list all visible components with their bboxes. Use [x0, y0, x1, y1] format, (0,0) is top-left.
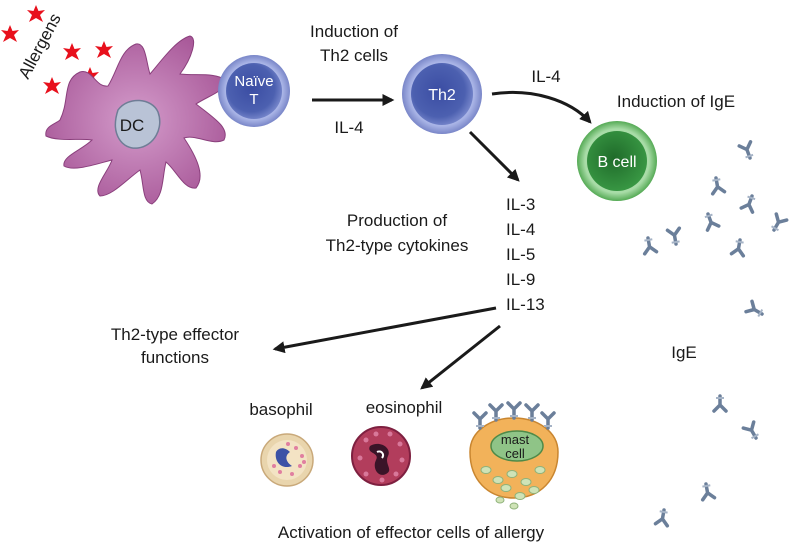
allergen-icon	[63, 43, 81, 60]
antibody-icon	[700, 210, 721, 232]
arrow-th2-to-bcell	[491, 90, 592, 124]
antibody-icon	[741, 420, 763, 443]
cytokine-list: IL-3 IL-4 IL-5 IL-9 IL-13	[506, 195, 545, 314]
antibody-icon	[488, 403, 504, 422]
cytokine-item: IL-3	[506, 195, 535, 214]
antibody-icon	[737, 140, 758, 162]
allergen-icon	[1, 25, 19, 42]
antibody-icon	[665, 226, 684, 247]
cytokine-item: IL-4	[506, 220, 535, 239]
allergens-label: Allergens	[15, 10, 65, 81]
antibody-icon	[729, 237, 748, 258]
basophil-cell	[260, 433, 314, 487]
antibody-icon	[708, 175, 727, 196]
mast-cell	[469, 401, 559, 510]
eosinophil-label: eosinophil	[366, 398, 443, 417]
allergen-icon	[43, 77, 61, 94]
ige-label: IgE	[671, 343, 697, 362]
production-label-2: Th2-type cytokines	[326, 236, 469, 255]
antibody-icon	[653, 507, 672, 528]
eosinophil-cell	[351, 426, 411, 486]
th2-cell	[402, 54, 482, 134]
b-cell-label: B cell	[597, 154, 636, 171]
antibody-icon	[698, 481, 717, 502]
arrow-to-effector-functions	[272, 306, 497, 354]
antibody-icon	[712, 394, 728, 413]
induction-th2-label-1: Induction of	[310, 22, 398, 41]
naive-t-cell	[218, 55, 290, 127]
dendritic-cell	[45, 35, 227, 205]
ige-antibodies	[640, 140, 789, 528]
arrow-to-effector-cells	[420, 324, 501, 390]
production-label-1: Production of	[347, 211, 447, 230]
antibody-icon	[744, 299, 767, 321]
naive-t-label-1: Naïve	[234, 73, 273, 90]
mast-label-1: mast	[501, 432, 530, 447]
naive-t-label-2: T	[249, 91, 258, 108]
effector-label-1: Th2-type effector	[111, 325, 240, 344]
allergen-icon	[95, 41, 113, 58]
cytokine-item: IL-5	[506, 245, 535, 264]
mast-label-2: cell	[505, 446, 525, 461]
induction-ige-label: Induction of IgE	[617, 92, 735, 111]
antibody-icon	[739, 192, 760, 214]
antibody-icon	[767, 212, 789, 235]
antibody-icon	[524, 403, 540, 422]
th2-label: Th2	[428, 87, 456, 104]
basophil-label: basophil	[249, 400, 312, 419]
induction-th2-label-2: Th2 cells	[320, 46, 388, 65]
il4-bottom-label: IL-4	[334, 118, 363, 137]
effector-label-2: functions	[141, 348, 209, 367]
activation-caption: Activation of effector cells of allergy	[278, 523, 545, 542]
arrow-th2-to-cytokines	[468, 130, 520, 182]
dc-label: DC	[120, 116, 145, 135]
b-cell	[577, 121, 657, 201]
cytokine-item: IL-13	[506, 295, 545, 314]
antibody-icon	[506, 401, 522, 420]
cytokine-item: IL-9	[506, 270, 535, 289]
antibody-icon	[640, 235, 659, 256]
il4-top-label: IL-4	[531, 67, 560, 86]
